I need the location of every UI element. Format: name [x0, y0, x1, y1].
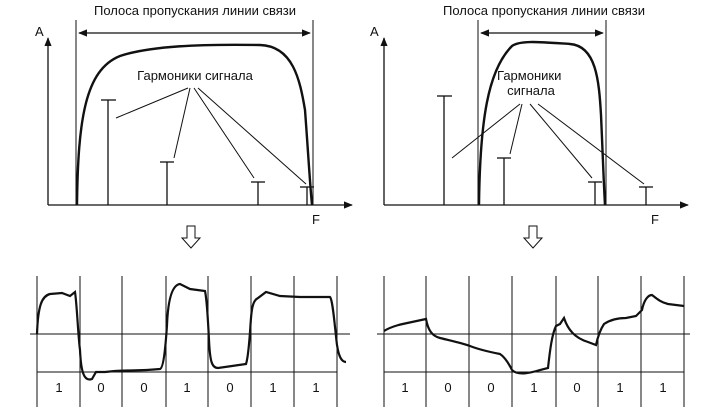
left-leader-2 [173, 87, 191, 159]
right-harmonics-label-line-2: сигнала [507, 83, 555, 98]
right-harmonics-label: Гармоники сигнала [497, 68, 565, 98]
left-y-axis-label: A [35, 24, 44, 39]
left-bit-0: 1 [55, 380, 62, 395]
right-bit-0: 1 [401, 380, 408, 395]
left-bit-1: 0 [97, 380, 104, 395]
left-spectrum-panel [44, 20, 353, 209]
left-leader-4 [197, 87, 307, 185]
right-waveform [383, 293, 685, 375]
right-bit-3: 1 [530, 380, 537, 395]
right-x-axis-label: F [651, 212, 659, 227]
right-band-label: Полоса пропускания линии связи [443, 3, 645, 18]
left-bit-2: 0 [140, 380, 147, 395]
right-bit-4: 0 [573, 380, 580, 395]
left-harmonics-label: Гармоники сигнала [137, 68, 253, 83]
right-leader-4 [537, 103, 645, 185]
right-spectrum-panel [380, 20, 689, 209]
left-bit-6: 1 [312, 380, 319, 395]
left-leader-1 [115, 87, 189, 119]
right-down-arrow-icon [522, 225, 544, 249]
left-x-axis-label: F [312, 212, 320, 227]
left-band-label: Полоса пропускания линии связи [94, 3, 296, 18]
left-leader-3 [193, 87, 255, 179]
right-bit-5: 1 [616, 380, 623, 395]
right-harmonics-label-line-1: Гармоники [497, 68, 561, 83]
left-passband-curve [75, 43, 314, 206]
right-leader-3 [529, 103, 593, 179]
left-harmonics-label-line-1: Гармоники сигнала [137, 68, 253, 83]
right-passband-curve [477, 40, 607, 206]
left-bit-5: 1 [269, 380, 276, 395]
right-bit-labels: 1 0 0 1 0 1 1 [401, 380, 666, 395]
left-down-arrow-icon [180, 225, 202, 249]
right-bit-1: 0 [444, 380, 451, 395]
left-waveform-panel [30, 276, 350, 407]
right-bit-6: 1 [659, 380, 666, 395]
left-bit-4: 0 [226, 380, 233, 395]
right-y-axis-label: A [370, 24, 379, 39]
left-bit-3: 1 [183, 380, 190, 395]
right-waveform-panel [377, 276, 690, 407]
right-bit-2: 0 [487, 380, 494, 395]
right-leader-1 [451, 103, 521, 159]
right-leader-2 [509, 103, 523, 155]
left-bit-labels: 1 0 0 1 0 1 1 [55, 380, 319, 395]
left-waveform [35, 282, 347, 381]
